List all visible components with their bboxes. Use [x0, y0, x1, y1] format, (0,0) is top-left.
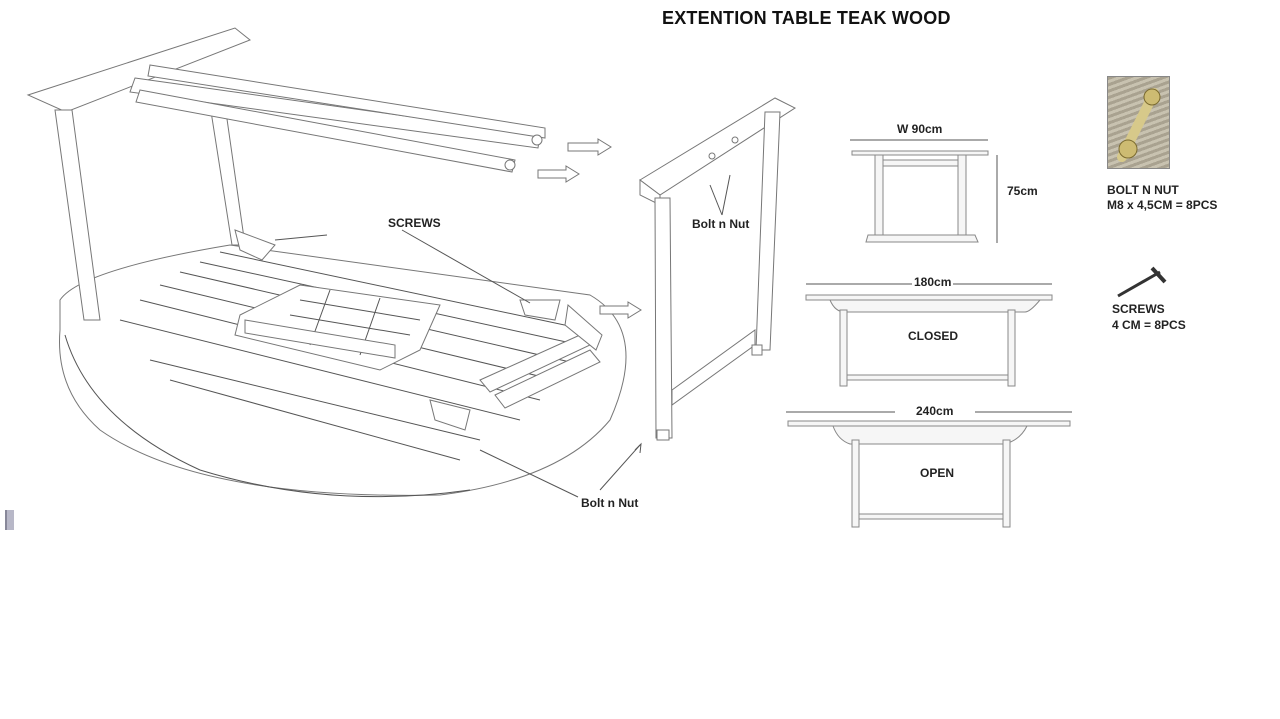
assembly-arrows [537, 138, 642, 319]
bolt-part-spec: M8 x 4,5CM = 8PCS [1107, 198, 1218, 212]
screws-part-spec: 4 CM = 8PCS [1112, 318, 1186, 332]
table-assembly-drawing [26, 27, 642, 498]
side-view-closed [805, 283, 1053, 387]
bolt-label-top: Bolt n Nut [581, 496, 639, 510]
closed-length-dimension: 180cm [912, 275, 954, 289]
arrow-right-icon [567, 138, 612, 156]
screws-part-title: SCREWS [1112, 302, 1165, 316]
page-title: EXTENTION TABLE TEAK WOOD [662, 8, 951, 28]
side-view-width [850, 139, 998, 243]
bolt-label-leg: Bolt n Nut [692, 217, 750, 231]
arrow-right-icon [537, 165, 580, 183]
leg-frame-left [26, 27, 251, 113]
open-state-label: OPEN [920, 466, 955, 480]
scrollbar-handle[interactable] [5, 510, 14, 530]
oval-tabletop [59, 244, 627, 496]
side-view-open [786, 411, 1072, 528]
height-dimension: 75cm [1007, 184, 1038, 198]
arrow-right-icon [599, 301, 642, 319]
bolt-part-title: BOLT N NUT [1107, 183, 1179, 197]
screws-label: SCREWS [388, 216, 441, 230]
open-length-dimension: 240cm [916, 404, 954, 418]
bolt-photo [1107, 76, 1170, 169]
closed-state-label: CLOSED [908, 329, 959, 343]
leg-frame-right [639, 97, 797, 441]
screw-icon [1117, 266, 1167, 298]
width-dimension: W 90cm [897, 122, 943, 136]
